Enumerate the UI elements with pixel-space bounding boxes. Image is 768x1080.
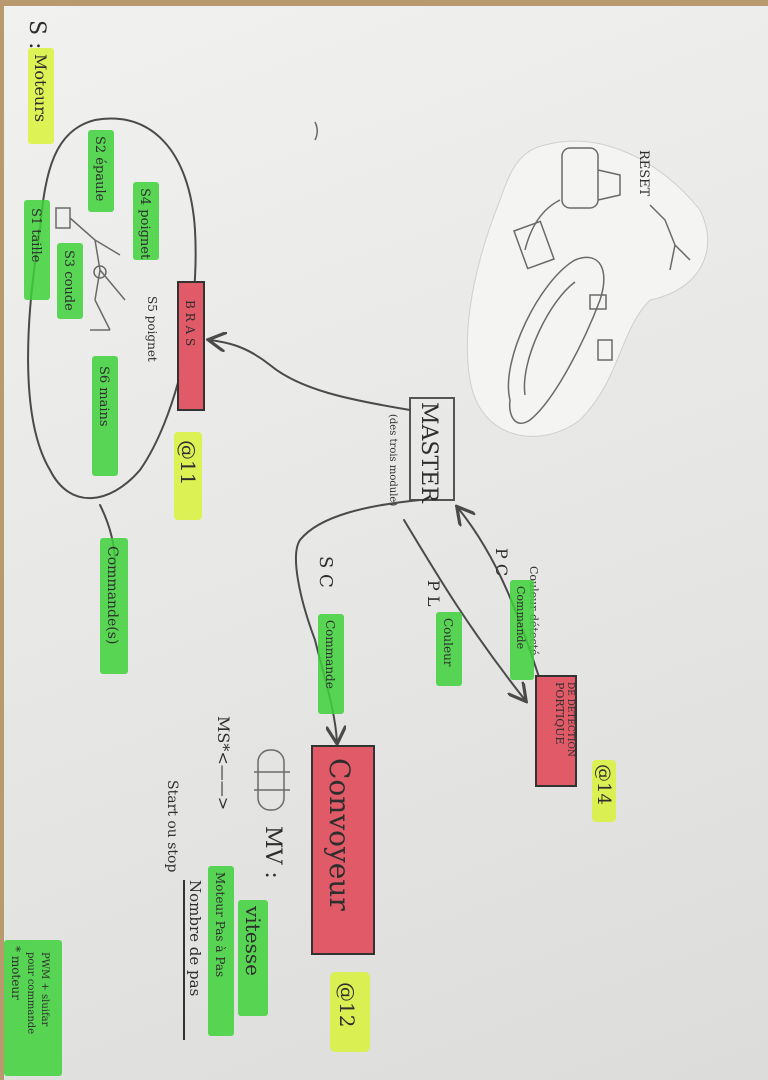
robot-arm-icon [524,147,691,271]
convoyeur-box [311,745,375,955]
arm-command-highlight [100,538,128,674]
convoyeur-title: Convoyeur [323,758,356,911]
sc-code: S C [315,556,336,588]
convoyeur-module: Convoyeur @12 [311,745,375,1052]
servo-s3-highlight [57,243,83,319]
ms-item1-highlight [208,866,234,1036]
footnote-highlight [4,940,62,1076]
motors-prefix: S : [24,20,49,49]
reset-label: RESET [636,150,651,197]
servo-s1-label: S1 taille [28,208,43,263]
motor-ms: MS*<——> Moteur Pas à Pas Nombre de pas S… [164,716,234,1040]
sc-note: Commande [323,620,337,689]
servo-s4-label: S4 poignet [137,188,152,260]
ms-label: MS*<——> [214,716,233,810]
mv-label: MV : [260,826,285,879]
servo-s2-label: S2 épaule [92,136,107,202]
convoyeur-address: @12 [335,982,359,1027]
motors-title: Moteurs [31,54,50,122]
arm-module: B R A S @11 [174,281,205,520]
servo-s5-label: S5 poignet [145,296,159,362]
pl-note: Couleur [441,618,455,667]
stray-mark [314,121,318,141]
servo-s1-highlight [24,200,50,300]
portique-line1: PORTIQUE [553,682,566,745]
pc-note-bottom: Commande [514,586,527,649]
ms-item1: Moteur Pas à Pas [213,872,227,977]
arm-servo-group: S4 poignet S2 épaule S3 coude S1 taille … [24,117,197,500]
master-title: MASTER [416,402,441,504]
portique-module: PORTIQUE DE DÉTECTION @14 [535,675,616,822]
arm-module-label: B R A S [183,300,197,346]
portique-address: @14 [593,764,614,805]
sc-note-highlight [318,614,344,714]
pc-note-highlight [510,580,534,680]
conveyor-sketch-icon [507,220,613,424]
footnote: * moteur pour commande PWM + sluifar [4,940,62,1076]
pl-note-highlight [436,612,462,686]
master-subtitle: (des trois module) [387,414,398,506]
portique-box [535,675,577,787]
arm-module-box [177,281,205,411]
ms-item3: Start ou stop [164,780,180,872]
arm-sketch-icon [55,207,126,331]
pl-code: P L [424,580,443,607]
convoyeur-address-highlight [330,972,370,1052]
servo-s2-highlight [88,130,114,212]
motor-mv: MV : vitesse [238,749,290,1016]
motors-highlight [28,48,54,144]
servo-s6-highlight [92,356,118,476]
mv-value: vitesse [241,905,265,976]
servo-s3-label: S3 coude [61,250,76,311]
ms-item2: Nombre de pas [186,880,204,996]
arm-address-highlight [174,432,202,520]
master-to-convoyeur-arrow [294,499,421,742]
arm-address: @11 [176,440,200,485]
servo-s6-label: S6 mains [96,366,111,427]
dc-motor-icon [254,749,290,811]
motors-header: S : Moteurs [24,20,54,144]
mv-value-highlight [238,900,268,1016]
portique-line2: DE DÉTECTION [565,682,577,757]
arm-command-label: Commande(s) [104,546,120,644]
robot-sketch: RESET [466,140,709,437]
footnote-line1: * moteur [9,946,23,1000]
footnote-line2: pour commande [25,952,36,1034]
master-to-portique-arrow [403,519,525,700]
master-box [409,397,455,501]
master-node: MASTER (des trois module) [387,397,455,506]
master-to-arm-arrow [210,340,411,411]
portique-address-highlight [592,760,616,822]
servo-s4-highlight [133,182,159,260]
footnote-line3: PWM + sluifar [39,952,50,1027]
pc-code: P C [492,548,511,576]
robot-sketch-cutout [466,140,709,437]
